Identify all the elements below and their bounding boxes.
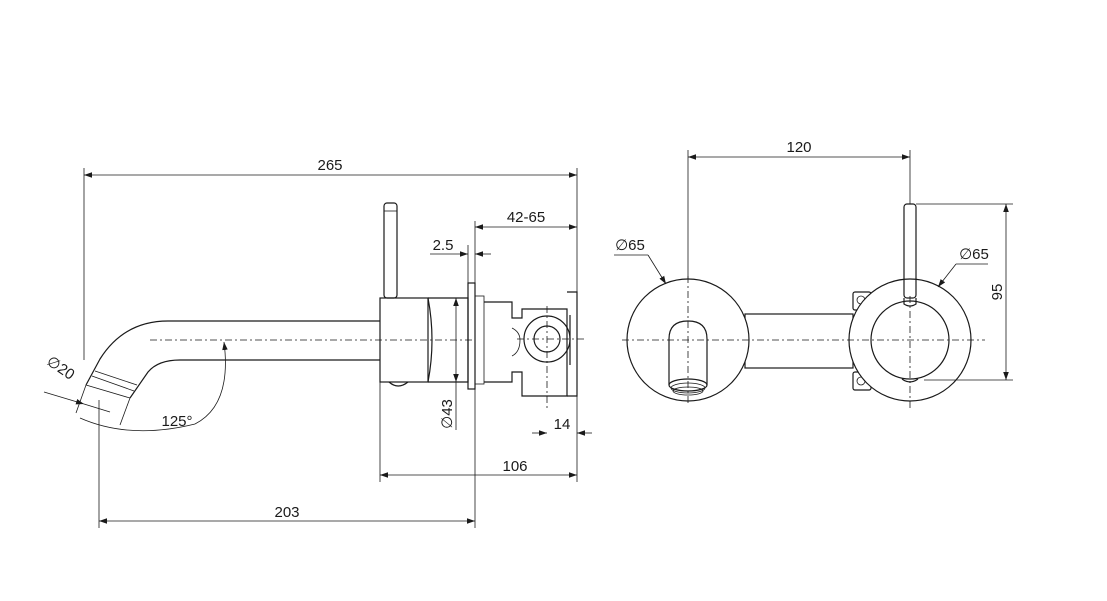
- connecting-bar: [744, 313, 854, 369]
- dim-label-95: 95: [989, 284, 1006, 301]
- dim-label-120: 120: [786, 139, 811, 156]
- dim-label-265: 265: [317, 157, 342, 174]
- dim-body-projection: 106: [379, 382, 578, 482]
- dim-spout-angle: 125°: [79, 341, 228, 432]
- dim-mixer-plate-diameter: ∅65: [937, 246, 989, 288]
- dim-spout-reach: 203: [98, 389, 476, 528]
- dim-label-42-65: 42-65: [507, 209, 545, 226]
- dim-label-2-5: 2.5: [433, 237, 454, 254]
- dim-overall-length: 265: [83, 157, 578, 360]
- dim-body-diameter: ∅43: [439, 298, 459, 430]
- dim-wall-adjust: 42-65: [474, 209, 577, 283]
- dim-label-203: 203: [274, 504, 299, 521]
- dim-label-left-dia: ∅65: [615, 237, 645, 254]
- side-view: 265 42-65 2.5 ∅43 14: [43, 157, 592, 528]
- front-view: 120 ∅65 ∅65 95: [614, 139, 1013, 408]
- dim-label-106: 106: [502, 458, 527, 475]
- valve-connector: [511, 327, 521, 357]
- body-base-knob: [388, 381, 409, 387]
- spout-pipe: [85, 320, 380, 399]
- dim-label-body-dia: ∅43: [439, 399, 456, 429]
- dim-valve-depth: 14: [532, 396, 592, 438]
- dim-spout-plate-diameter: ∅65: [614, 237, 667, 285]
- valve-bracket: [567, 291, 578, 397]
- dim-label-14: 14: [554, 416, 571, 433]
- dim-label-spout-dia: ∅20: [43, 353, 77, 384]
- dim-centre-distance: 120: [687, 139, 911, 279]
- valve-body: [484, 301, 568, 397]
- dim-plate-thickness: 2.5: [430, 237, 491, 283]
- lever-handle: [383, 202, 398, 299]
- dim-label-right-dia: ∅65: [959, 246, 989, 263]
- wall-plate: [467, 282, 476, 390]
- dim-label-125: 125°: [161, 413, 192, 430]
- spout-aerator: [85, 370, 138, 399]
- wall-plate-flange: [474, 295, 485, 385]
- dim-handle-height: 95: [916, 203, 1013, 381]
- dim-spout-diameter: ∅20: [43, 353, 131, 426]
